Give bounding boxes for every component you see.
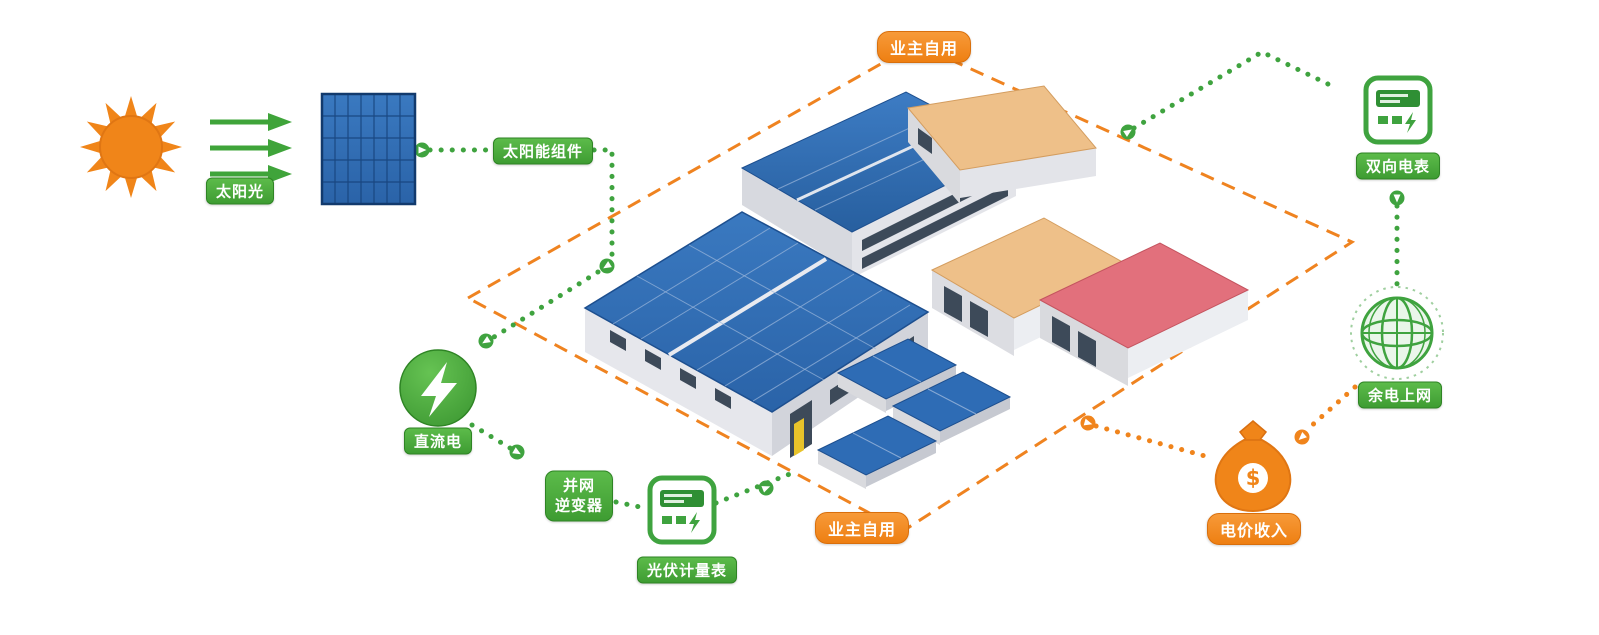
dollar-sign: $: [1246, 466, 1261, 490]
flow-arrow-icon: [756, 478, 776, 498]
pv-meter-icon: [650, 478, 714, 542]
label-pv-meter: 光伏计量表: [636, 556, 738, 584]
label-grid-inverter-line1: 并网: [562, 476, 595, 495]
flow-arrow-icon: [1389, 190, 1405, 206]
label-owner-self-use-top: 业主自用: [876, 31, 972, 63]
building-rear-tan-warehouse: [907, 85, 1097, 204]
orange-dashed-boundary: [464, 42, 1356, 533]
solar-carport-3: [816, 415, 938, 489]
solar-carport-2: [891, 371, 1012, 445]
label-solar-module: 太阳能组件: [492, 137, 594, 165]
solar-panel-icon: [320, 92, 417, 206]
orange-dotted-connectors: [1093, 384, 1358, 459]
label-dc-power: 直流电: [403, 427, 473, 455]
label-grid-inverter-line2: 逆变器: [554, 496, 603, 514]
flow-arrow-icon: [506, 441, 528, 463]
label-electricity-income: 电价收入: [1206, 513, 1302, 545]
label-sunlight: 太阳光: [205, 177, 275, 205]
sun-icon: [80, 96, 182, 198]
flow-arrow-icon: [414, 142, 430, 158]
flow-arrow-icon: [475, 330, 497, 352]
label-surplus-to-grid: 余电上网: [1357, 381, 1443, 409]
dc-lightning-icon: [399, 349, 477, 427]
bidirectional-meter-icon: [1366, 78, 1430, 142]
green-dotted-connectors: [427, 49, 1400, 511]
power-grid-globe-icon: [1350, 286, 1444, 380]
solar-carport-1: [836, 338, 958, 413]
money-bag-icon: $: [1214, 420, 1292, 513]
flow-arrow-icon: [1291, 426, 1313, 448]
label-grid-inverter: 并网 逆变器: [545, 470, 613, 522]
sunlight-arrows-icon: [210, 113, 292, 183]
label-bidirectional-meter: 双向电表: [1355, 152, 1441, 180]
building-pink-warehouse: [1038, 242, 1250, 386]
label-owner-self-use-bottom: 业主自用: [814, 512, 910, 544]
factory-buildings-illustration: [583, 85, 1250, 489]
flow-arrow-icon: [1117, 121, 1139, 143]
